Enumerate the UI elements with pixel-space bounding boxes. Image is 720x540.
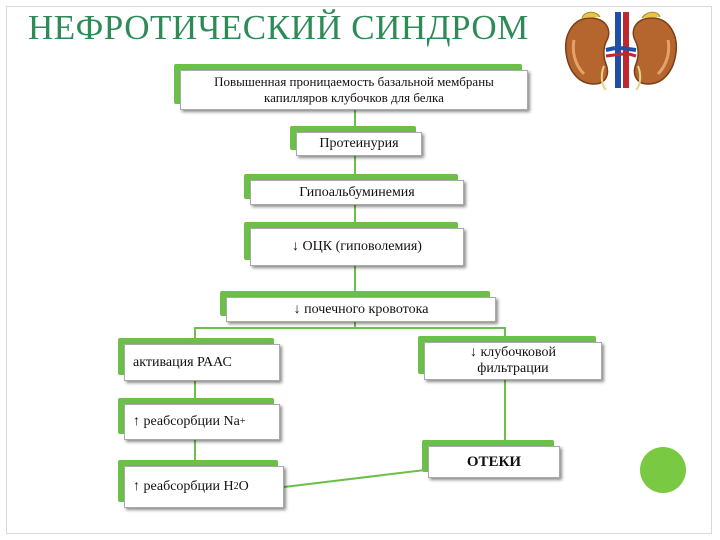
node-gfr-label: ↓ клубочковой фильтрации: [424, 342, 602, 380]
node-renal-flow-label: ↓ почечного кровотока: [226, 297, 496, 322]
node-hypoalbuminemia-label: Гипоальбуминемия: [250, 180, 464, 205]
node-bcv-label: ↓ ОЦК (гиповолемия): [250, 228, 464, 266]
na-superscript: +: [239, 416, 246, 427]
node-raas-label: активация РААС: [124, 344, 280, 381]
kidney-icon: [564, 11, 678, 90]
node-permeability-label: Повышенная проницаемость базальной мембр…: [180, 70, 528, 110]
h2o-suffix: О: [238, 479, 249, 494]
connector-renalflow-raas: [194, 322, 356, 344]
h2o-subscript: 2: [233, 481, 239, 492]
node-na-reabsorption: ↑ реабсорбции Na+: [118, 398, 280, 440]
node-raas: активация РААС: [118, 338, 280, 381]
node-hypoalbuminemia: Гипоальбуминемия: [244, 174, 464, 205]
node-edema: ОТЕКИ: [422, 440, 560, 478]
na-text: ↑ реабсорбции Na: [133, 414, 240, 429]
green-dot-icon: [640, 447, 686, 493]
node-renal-flow: ↓ почечного кровотока: [220, 291, 496, 322]
node-edema-label: ОТЕКИ: [428, 446, 560, 478]
node-bcv: ↓ ОЦК (гиповолемия): [244, 222, 464, 266]
slide-title: НЕФРОТИЧЕСКИЙ СИНДРОМ: [28, 8, 529, 47]
node-permeability: Повышенная проницаемость базальной мембр…: [174, 64, 528, 110]
connector-h2o-edema: [283, 469, 426, 488]
node-proteinuria-label: Протеинурия: [296, 132, 422, 156]
node-gfr: ↓ клубочковой фильтрации: [418, 336, 602, 380]
slide-frame: [6, 6, 712, 534]
node-na-reabsorption-label: ↑ реабсорбции Na+: [124, 404, 280, 440]
node-proteinuria: Протеинурия: [290, 126, 422, 156]
h2o-text: ↑ реабсорбции Н: [133, 479, 234, 494]
